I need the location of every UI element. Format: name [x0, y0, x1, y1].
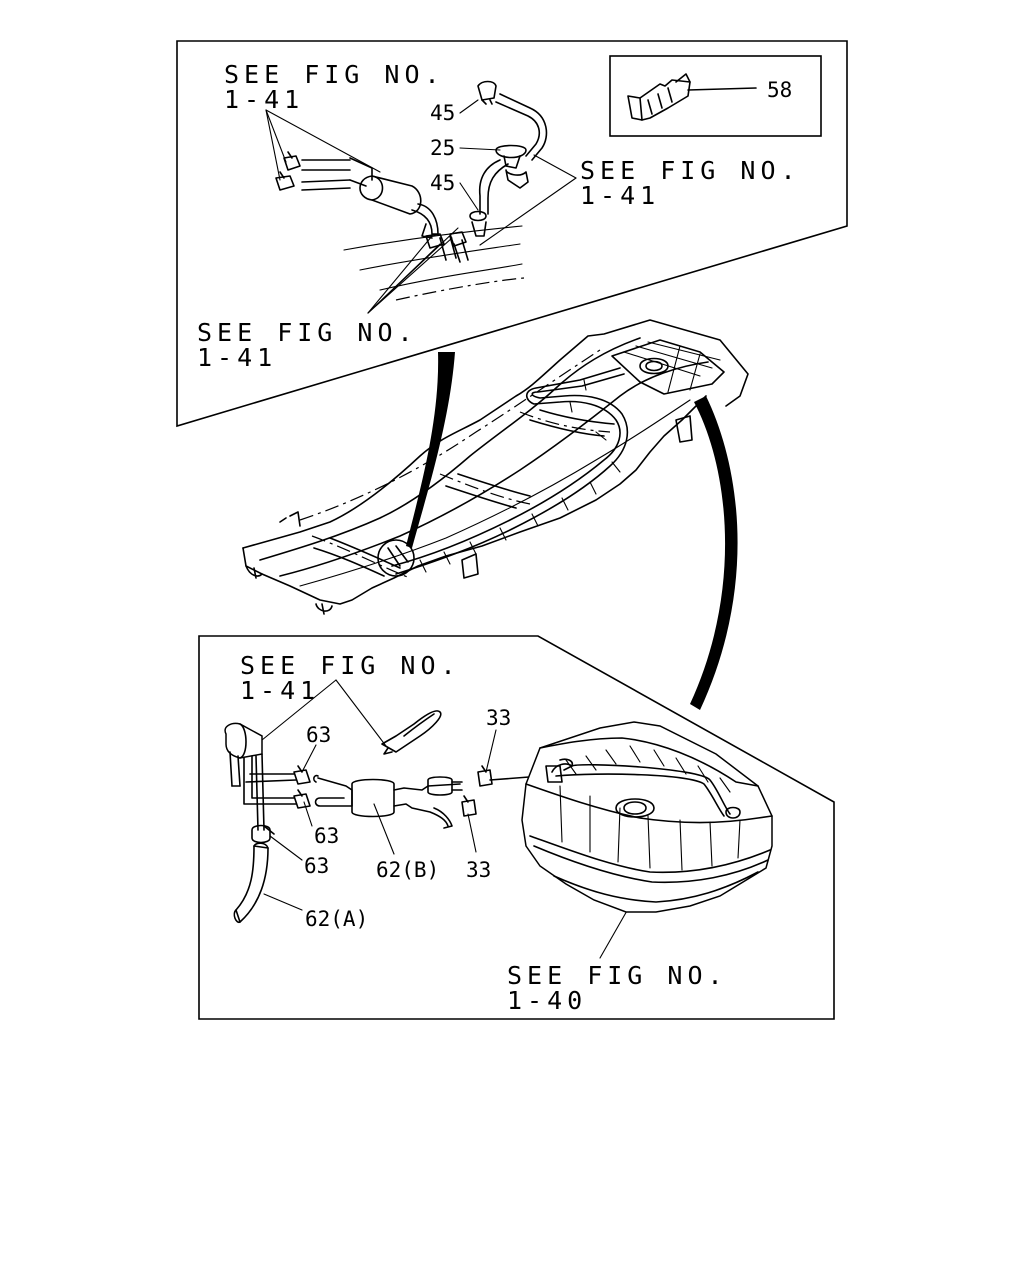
clip-bracket	[381, 710, 442, 755]
ref-top-right-line2: 1-41	[580, 181, 660, 210]
chassis-frame	[242, 319, 749, 615]
callout-58: 58	[767, 78, 792, 102]
clip-inset-box	[609, 55, 822, 137]
callout-33-lower: 33	[466, 858, 491, 882]
ref-top-left-b-line1: SEE FIG NO.	[197, 318, 418, 347]
ref-bottom-left-line1: SEE FIG NO.	[240, 651, 461, 680]
filter-62b	[313, 774, 463, 829]
ref-bottom-tank-line2: 1-40	[507, 986, 587, 1015]
connector-curve-right	[690, 396, 738, 710]
callout-62b: 62(B)	[376, 858, 439, 882]
bottom-detail-panel: SEE FIG NO. 1-41 SEE FIG NO. 1-40 63 63 …	[198, 635, 835, 1020]
clamps-63	[251, 765, 311, 844]
callout-25: 25	[430, 136, 455, 160]
hose-62a	[233, 842, 269, 924]
connector-curve-left	[406, 352, 455, 548]
callout-63-lower: 63	[304, 854, 329, 878]
canister	[224, 722, 297, 831]
fuel-tank	[521, 721, 773, 913]
leader-58	[687, 87, 757, 91]
ref-top-left-a-line1: SEE FIG NO.	[224, 60, 445, 89]
callout-33-upper: 33	[486, 706, 511, 730]
callout-45-upper: 45	[430, 101, 455, 125]
detail-circle	[377, 539, 415, 577]
callout-45-lower: 45	[430, 171, 455, 195]
top-panel-frame	[176, 40, 848, 428]
ref-bottom-left-line2: 1-41	[240, 676, 320, 705]
callout-63-middle: 63	[314, 824, 339, 848]
bottom-panel-frame	[198, 635, 835, 1020]
top-leaders	[265, 99, 577, 314]
ref-bottom-tank-line1: SEE FIG NO.	[507, 961, 728, 990]
callout-62a: 62(A)	[305, 907, 368, 931]
top-detail-panel: 58 SEE FIG NO. 1-41 SEE FIG NO. 1-41 SEE…	[176, 40, 848, 428]
ref-top-left-a-line2: 1-41	[224, 85, 304, 114]
ref-top-right-line1: SEE FIG NO.	[580, 156, 801, 185]
clip-58-drawing	[627, 73, 691, 121]
top-hose-assembly	[275, 80, 548, 301]
ref-top-left-b-line2: 1-41	[197, 343, 277, 372]
callout-63-upper: 63	[306, 723, 331, 747]
